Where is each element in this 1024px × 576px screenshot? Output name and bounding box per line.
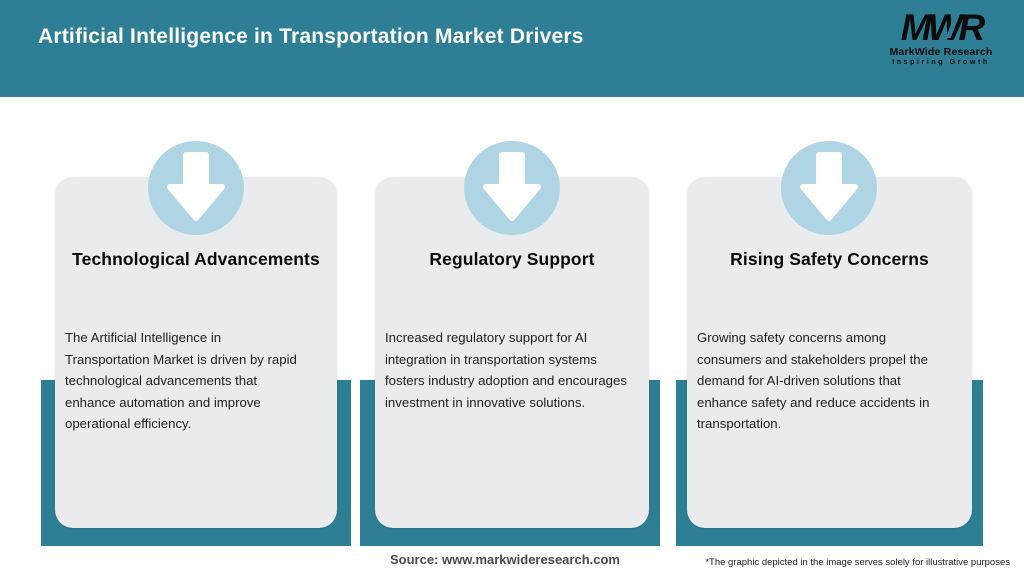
logo-monogram-text: MWR [900, 7, 985, 48]
logo-tagline: Inspiring Growth [892, 59, 990, 66]
logo-name: MarkWide Research [889, 46, 993, 58]
card-body: The Artificial Intelligence in Transport… [65, 330, 297, 432]
card-title: Regulatory Support [429, 249, 595, 269]
arrow-circle [464, 141, 560, 235]
card-title: Technological Advancements [72, 249, 320, 269]
arrow-down-icon [483, 152, 541, 221]
driver-card-technological-advancements: Technological Advancements The Artificia… [55, 177, 337, 528]
logo-monogram: MWR [900, 7, 985, 48]
markwide-research-logo: MWR MarkWide Research Inspiring Growth [876, 9, 1006, 66]
header-bar: Artificial Intelligence in Transportatio… [0, 0, 1024, 97]
driver-card-rising-safety-concerns: Rising Safety Concerns Growing safety co… [687, 177, 972, 528]
card-body: Increased regulatory support for AI inte… [385, 330, 627, 410]
card-title: Rising Safety Concerns [730, 249, 929, 269]
disclaimer-text: *The graphic depicted in the image serve… [705, 557, 1010, 568]
driver-card-regulatory-support: Regulatory Support Increased regulatory … [375, 177, 649, 528]
arrow-down-icon [800, 152, 858, 221]
card-body: Growing safety concerns among consumers … [697, 330, 930, 432]
arrow-circle [781, 141, 877, 235]
arrow-down-icon [167, 152, 225, 221]
page-title: Artificial Intelligence in Transportatio… [38, 25, 584, 48]
source-text: Source: www.markwideresearch.com [389, 552, 620, 567]
arrow-circle [148, 141, 244, 235]
